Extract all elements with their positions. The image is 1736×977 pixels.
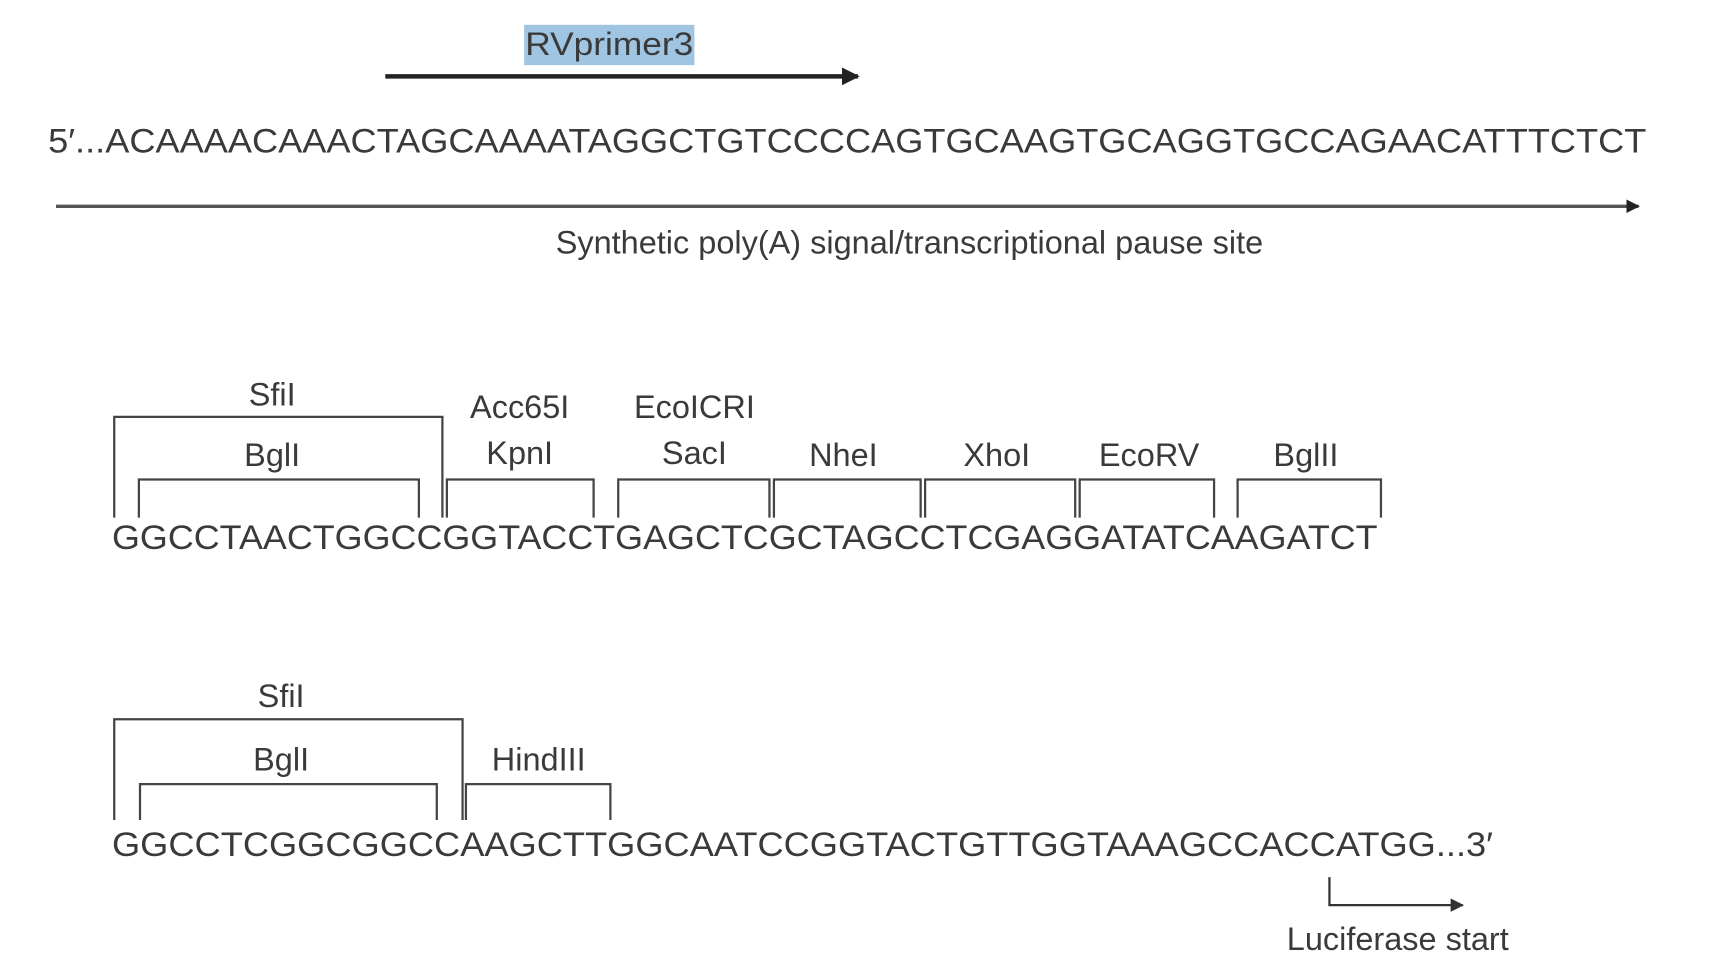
site-label-sfii: SfiI	[249, 377, 296, 413]
site-label-acc65i: Acc65I	[470, 389, 569, 425]
site-label-xhoi: XhoI	[963, 437, 1030, 473]
sfii-bracket-2	[113, 718, 464, 821]
luciferase-start-label: Luciferase start	[1287, 921, 1509, 957]
ecorv-bracket	[1078, 478, 1216, 518]
mcs1-brackets	[113, 415, 1383, 518]
primer-label: RVprimer3	[525, 26, 693, 62]
xhoi-bracket	[924, 478, 1077, 518]
signal-label: Synthetic poly(A) signal/transcriptional…	[556, 224, 1263, 260]
site-label-hindiii: HindIII	[492, 742, 586, 778]
upstream-sequence: 5′...ACAAAACAAACTAGCAAAATAGGCTGTCCCCAGTG…	[48, 123, 1646, 161]
site-label-bgli-2: BglI	[253, 742, 309, 778]
site-label-sfii-2: SfiI	[258, 678, 305, 714]
site-label-ecorv: EcoRV	[1099, 437, 1200, 473]
mcs1-sequence: GGCCTAACTGGCCGGTACCTGAGCTCGCTAGCCTCGAGGA…	[112, 519, 1378, 557]
primer-highlight	[524, 24, 695, 66]
mcs2-brackets	[113, 718, 612, 821]
saci-bracket	[617, 478, 771, 518]
site-label-saci: SacI	[662, 435, 727, 471]
mcs2-sequence: GGCCTCGGCGGCCAAGCTTGGCAATCCGGTACTGTTGGTA…	[112, 826, 1493, 864]
luciferase-start-arrow	[1328, 877, 1465, 912]
site-label-bgli: BglI	[244, 437, 300, 473]
site-label-bglii: BglII	[1273, 437, 1338, 473]
bgli-bracket	[137, 478, 421, 518]
nhei-bracket	[772, 478, 922, 518]
hindiii-bracket	[464, 783, 612, 821]
site-label-kpni: KpnI	[486, 435, 553, 471]
site-label-ecoicri: EcoICRI	[634, 389, 755, 425]
site-label-nhei: NheI	[809, 437, 878, 473]
kpni-bracket	[445, 478, 595, 518]
bglii-bracket	[1236, 478, 1383, 518]
bgli-bracket-2	[138, 783, 438, 821]
sfii-bracket	[113, 415, 444, 518]
